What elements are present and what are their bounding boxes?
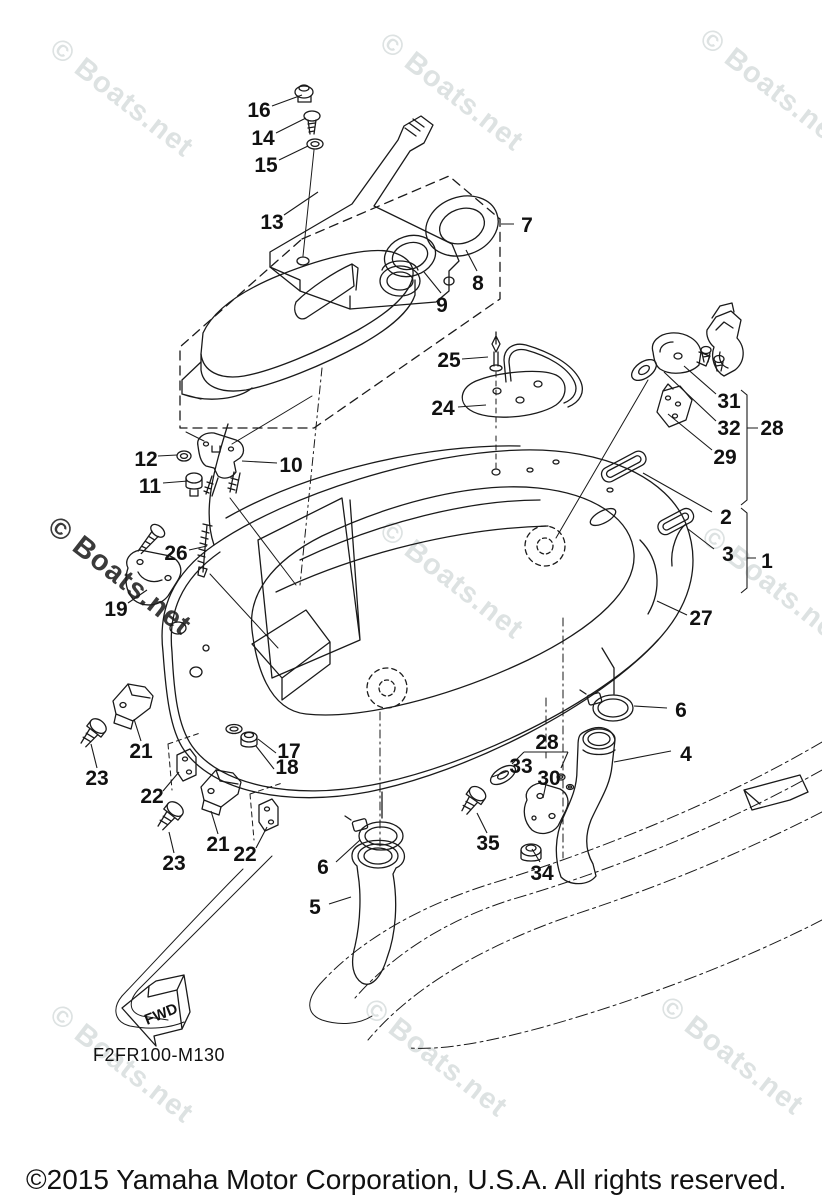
ring-8-glyph — [425, 195, 499, 257]
callout-10: 10 — [279, 454, 302, 477]
screw-19-glyph — [137, 523, 166, 555]
plate-30-glyph — [523, 782, 569, 835]
leader-lines — [90, 94, 758, 905]
callout-28: 28 — [760, 417, 784, 440]
callout-2: 2 — [720, 506, 732, 529]
nut-34-glyph — [520, 843, 542, 862]
washer-nut-17-18-glyph — [225, 723, 258, 748]
callout-30: 30 — [537, 767, 560, 790]
bracket-13-glyph — [269, 115, 460, 310]
bolt-23-upper-glyph — [80, 718, 107, 748]
fwd-arrow — [121, 974, 191, 1047]
grommet-16-glyph — [294, 84, 314, 103]
screw-14-glyph — [303, 110, 321, 135]
hull-deck-glyph — [115, 741, 822, 1049]
watermark-text: © Boats.net — [358, 992, 514, 1123]
engine-hatch-glyph — [161, 423, 694, 859]
callout-33: 33 — [509, 755, 532, 778]
callout-32: 32 — [717, 417, 740, 440]
callout-22-lower: 22 — [233, 843, 256, 866]
callout-5: 5 — [309, 896, 321, 919]
callout-15: 15 — [254, 154, 278, 177]
callout-17: 17 — [277, 740, 300, 763]
clamp-6-left-glyph — [344, 791, 404, 851]
pad-2-glyph — [600, 450, 647, 483]
latch-31-glyph — [555, 332, 711, 539]
callout-1: 1 — [761, 550, 773, 573]
callout-6-right: 6 — [675, 699, 687, 722]
callout-24: 24 — [431, 397, 455, 420]
callout-16: 16 — [247, 99, 270, 122]
bracket-21-upper-glyph — [112, 683, 154, 730]
callout-6-left: 6 — [317, 856, 329, 879]
callout-21-upper: 21 — [129, 740, 153, 763]
hook-28-glyph — [706, 302, 744, 377]
screw-26-glyph — [197, 523, 279, 649]
washer-33-glyph — [489, 764, 517, 786]
callout-9: 9 — [436, 294, 448, 317]
watermark-text: © Boats.net — [694, 22, 822, 153]
callout-14: 14 — [251, 127, 275, 150]
callouts: 16 14 15 13 7 8 9 25 24 31 32 28 29 12 1… — [85, 99, 784, 919]
fwd-label: FWD — [142, 1000, 180, 1029]
callout-13: 13 — [260, 211, 283, 234]
ring-9-glyph — [383, 234, 437, 278]
watermarks: © Boats.net © Boats.net © Boats.net © Bo… — [42, 22, 822, 1129]
bolt-23-lower-glyph — [157, 801, 184, 831]
callout-4: 4 — [680, 743, 692, 766]
bracket-10-glyph — [185, 395, 313, 586]
bracket-24-glyph — [461, 343, 583, 418]
keyhole-glyph — [589, 507, 617, 527]
callout-7: 7 — [521, 214, 533, 237]
group-box-7 — [179, 175, 501, 429]
bolt-11-glyph — [185, 472, 203, 497]
callout-19: 19 — [104, 598, 127, 621]
watermark-text: © Boats.net — [696, 520, 822, 651]
pin-25-glyph — [489, 331, 503, 476]
callout-26: 26 — [164, 542, 187, 565]
watermark-text: © Boats.net — [44, 32, 200, 163]
callout-21-lower: 21 — [206, 833, 230, 856]
washer-15-glyph — [302, 138, 324, 257]
pad-3-glyph — [657, 507, 695, 536]
bolt-35-glyph — [461, 785, 487, 815]
watermark-text: © Boats.net — [374, 26, 530, 157]
callout-3: 3 — [722, 543, 734, 566]
plate-22-lower-glyph — [249, 782, 283, 841]
plate-29-glyph — [656, 383, 693, 428]
callout-35: 35 — [476, 832, 500, 855]
copyright-text: ©2015 Yamaha Motor Corporation, U.S.A. A… — [26, 1164, 787, 1195]
callout-18: 18 — [275, 756, 299, 779]
callout-34: 34 — [530, 862, 554, 885]
hose-4-glyph — [555, 726, 616, 885]
clamp-6-right-glyph — [579, 647, 634, 722]
callout-25: 25 — [437, 349, 461, 372]
diagram-code: F2FR100-M130 — [93, 1045, 225, 1065]
callout-28-bottom: 28 — [535, 731, 559, 754]
watermark-text: © Boats.net — [374, 514, 530, 645]
callout-23-lower: 23 — [162, 852, 185, 875]
washer-12-glyph — [176, 450, 192, 462]
callout-27: 27 — [689, 607, 712, 630]
bracket-21-lower-glyph — [200, 769, 242, 816]
airbox-lid-glyph — [181, 249, 421, 586]
callout-12: 12 — [134, 448, 157, 471]
callout-29: 29 — [713, 446, 736, 469]
callout-8: 8 — [472, 272, 484, 295]
plate-22-upper-glyph — [167, 732, 201, 791]
small-rings-glyph — [556, 773, 575, 791]
callout-31: 31 — [717, 390, 741, 413]
watermark-text: © Boats.net — [42, 510, 198, 641]
hose-5-glyph — [351, 839, 406, 985]
callout-11: 11 — [139, 475, 162, 498]
watermark-text: © Boats.net — [654, 990, 810, 1121]
callout-22-upper: 22 — [140, 785, 163, 808]
diagram-canvas: © Boats.net © Boats.net © Boats.net © Bo… — [42, 22, 822, 1130]
line-art — [80, 84, 822, 1049]
callout-23-upper: 23 — [85, 767, 108, 790]
